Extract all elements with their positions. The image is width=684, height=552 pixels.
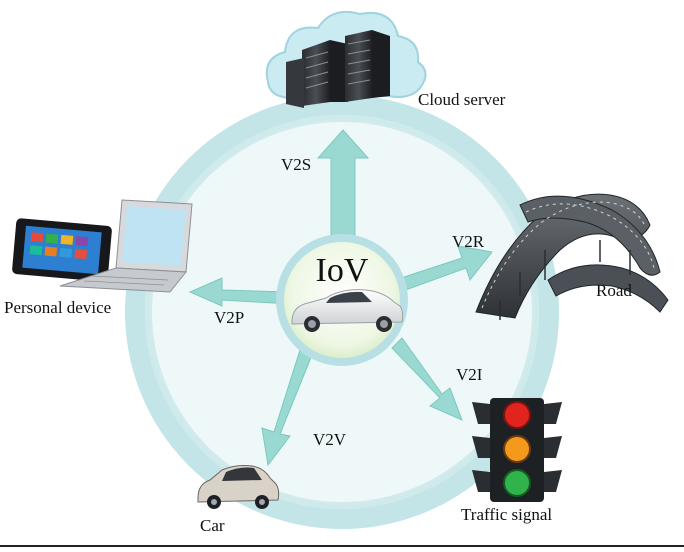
laptop-icon xyxy=(59,199,193,293)
iov-hub xyxy=(276,234,408,366)
link-label-v2i: V2I xyxy=(456,365,483,384)
cloud-server-icon xyxy=(265,10,427,108)
road-icon xyxy=(475,193,669,320)
iov-car-icon xyxy=(291,289,404,332)
arrow-v2i xyxy=(391,337,463,421)
red-light xyxy=(503,401,531,429)
iov-title: IoV xyxy=(315,252,369,289)
link-label-v2v: V2V xyxy=(313,430,347,449)
personal-device-icon xyxy=(12,199,193,293)
link-label-v2r: V2R xyxy=(452,232,485,251)
bottom-rule xyxy=(0,545,684,547)
server-rack-icon xyxy=(286,30,390,108)
node-label-personal-device: Personal device xyxy=(4,298,112,317)
arrow-v2r xyxy=(394,245,493,293)
amber-light xyxy=(503,435,531,463)
node-label-car: Car xyxy=(200,516,225,535)
tablet-icon xyxy=(12,218,112,282)
link-label-v2p: V2P xyxy=(214,308,245,327)
node-label-cloud-server: Cloud server xyxy=(418,90,506,109)
node-label-traffic-signal: Traffic signal xyxy=(461,505,553,524)
green-light xyxy=(503,469,531,497)
arrow-v2s xyxy=(316,129,370,251)
link-label-v2s: V2S xyxy=(281,155,312,174)
link-arrows xyxy=(188,129,493,467)
traffic-signal-icon xyxy=(472,398,562,502)
node-label-road: Road xyxy=(596,281,632,300)
car-icon xyxy=(197,465,280,509)
arrow-v2v xyxy=(261,349,313,467)
